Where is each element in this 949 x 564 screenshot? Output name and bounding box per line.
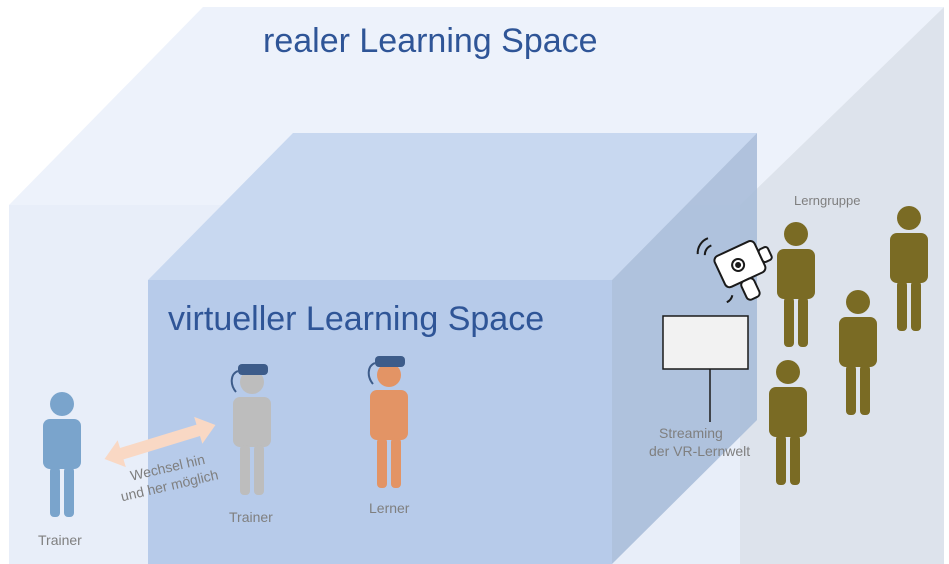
lerner-label: Lerner: [369, 500, 410, 516]
lerngruppe-label: Lerngruppe: [794, 193, 861, 208]
outer-title: realer Learning Space: [263, 22, 598, 60]
streaming-line-1: Streaming: [659, 425, 723, 441]
vr-headset-icon: [367, 356, 405, 385]
vr-controller-icon: [696, 237, 773, 304]
inner-title: virtueller Learning Space: [168, 300, 544, 338]
inner-cube-top: [148, 133, 757, 280]
streaming-screen: [662, 315, 749, 370]
trainer-real-label: Trainer: [38, 532, 82, 548]
vr-headset-icon: [230, 364, 268, 393]
switch-arrow: [104, 416, 216, 468]
streaming-line-2: der VR-Lernwelt: [649, 443, 750, 459]
trainer-virtual-label: Trainer: [229, 509, 273, 525]
